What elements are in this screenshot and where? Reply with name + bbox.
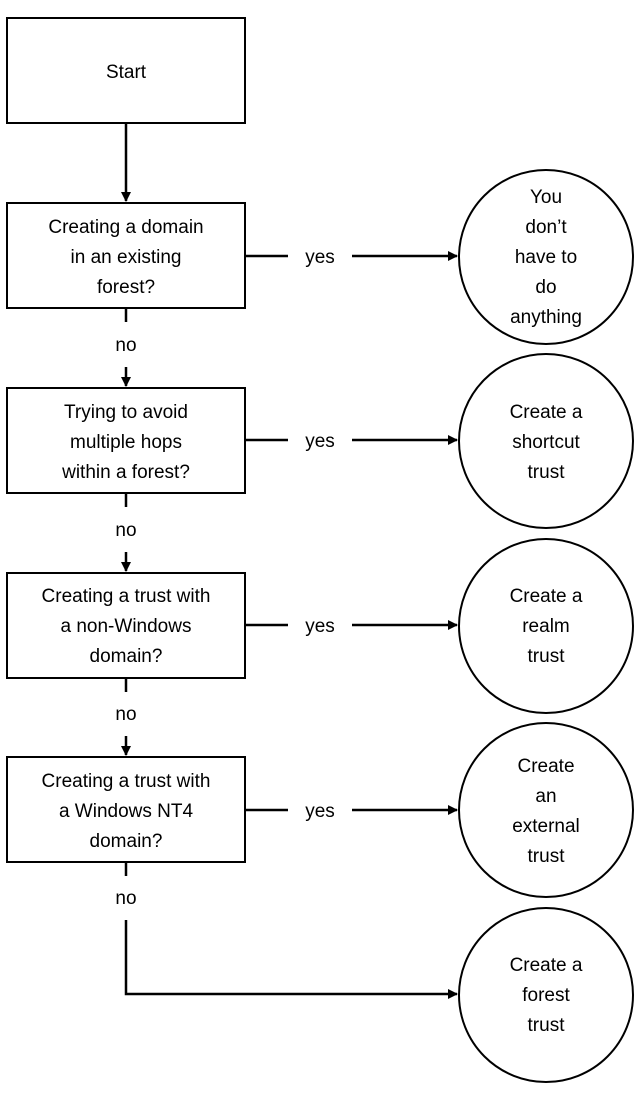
yes-label-2: yes [305, 431, 335, 452]
outcome-3-line-2: realm [522, 616, 570, 637]
outcome-node-2: Create a shortcut trust [458, 353, 634, 529]
outcome-5-line-1: Create a [510, 955, 583, 976]
decision-node-1: Creating a domain in an existing forest? [6, 202, 246, 309]
outcome-1-line-4: do [535, 277, 556, 298]
yes-label-4: yes [305, 801, 335, 822]
outcome-2-line-3: trust [528, 462, 566, 483]
decision-1-line-2: in an existing [71, 247, 182, 268]
outcome-node-4: Create an external trust [458, 722, 634, 898]
yes-label-1: yes [305, 247, 335, 268]
outcome-4-line-2: an [535, 786, 556, 807]
yes-edge-3: yes [245, 616, 458, 637]
outcome-3-line-1: Create a [510, 586, 583, 607]
outcome-node-3: Create a realm trust [458, 538, 634, 714]
decision-node-4: Creating a trust with a Windows NT4 doma… [6, 756, 246, 863]
outcome-node-5: Create a forest trust [458, 907, 634, 1083]
outcome-1-line-2: don’t [525, 217, 567, 238]
yes-edge-2: yes [245, 431, 458, 452]
no-edge-4: no [115, 862, 458, 999]
yes-edge-1: yes [245, 247, 458, 268]
outcome-3-line-3: trust [528, 646, 566, 667]
decision-3-line-3: domain? [90, 646, 163, 667]
outcome-1-line-3: have to [515, 247, 577, 268]
outcome-4-line-4: trust [528, 846, 566, 867]
decision-2-line-1: Trying to avoid [64, 402, 188, 423]
outcome-1-line-1: You [530, 187, 562, 208]
outcome-5-line-2: forest [522, 985, 570, 1006]
decision-2-line-2: multiple hops [70, 432, 182, 453]
no-edge-3: no [115, 678, 137, 756]
start-label: Start [106, 62, 147, 83]
no-edge-1: no [115, 308, 137, 387]
start-node: Start [6, 17, 246, 124]
no-label-1: no [115, 335, 136, 356]
decision-2-line-3: within a forest? [61, 462, 190, 483]
yes-label-3: yes [305, 616, 335, 637]
no-label-3: no [115, 704, 136, 725]
decision-3-line-1: Creating a trust with [42, 586, 211, 607]
outcome-node-1: You don’t have to do anything [458, 169, 634, 345]
decision-4-line-1: Creating a trust with [42, 771, 211, 792]
no-edge-2: no [115, 493, 137, 572]
decision-1-line-3: forest? [97, 277, 155, 298]
no-label-2: no [115, 520, 136, 541]
decision-4-line-3: domain? [90, 831, 163, 852]
no-label-4: no [115, 888, 136, 909]
outcome-4-line-3: external [512, 816, 580, 837]
outcome-2-line-1: Create a [510, 402, 583, 423]
outcome-4-line-1: Create [517, 756, 574, 777]
decision-4-line-2: a Windows NT4 [59, 801, 194, 822]
decision-node-3: Creating a trust with a non-Windows doma… [6, 572, 246, 679]
decision-node-2: Trying to avoid multiple hops within a f… [6, 387, 246, 494]
outcome-5-line-3: trust [528, 1015, 566, 1036]
decision-1-line-1: Creating a domain [48, 217, 203, 238]
outcome-2-line-2: shortcut [512, 432, 580, 453]
decision-3-line-2: a non-Windows [61, 616, 192, 637]
outcome-1-line-5: anything [510, 307, 582, 328]
yes-edge-4: yes [245, 801, 458, 822]
